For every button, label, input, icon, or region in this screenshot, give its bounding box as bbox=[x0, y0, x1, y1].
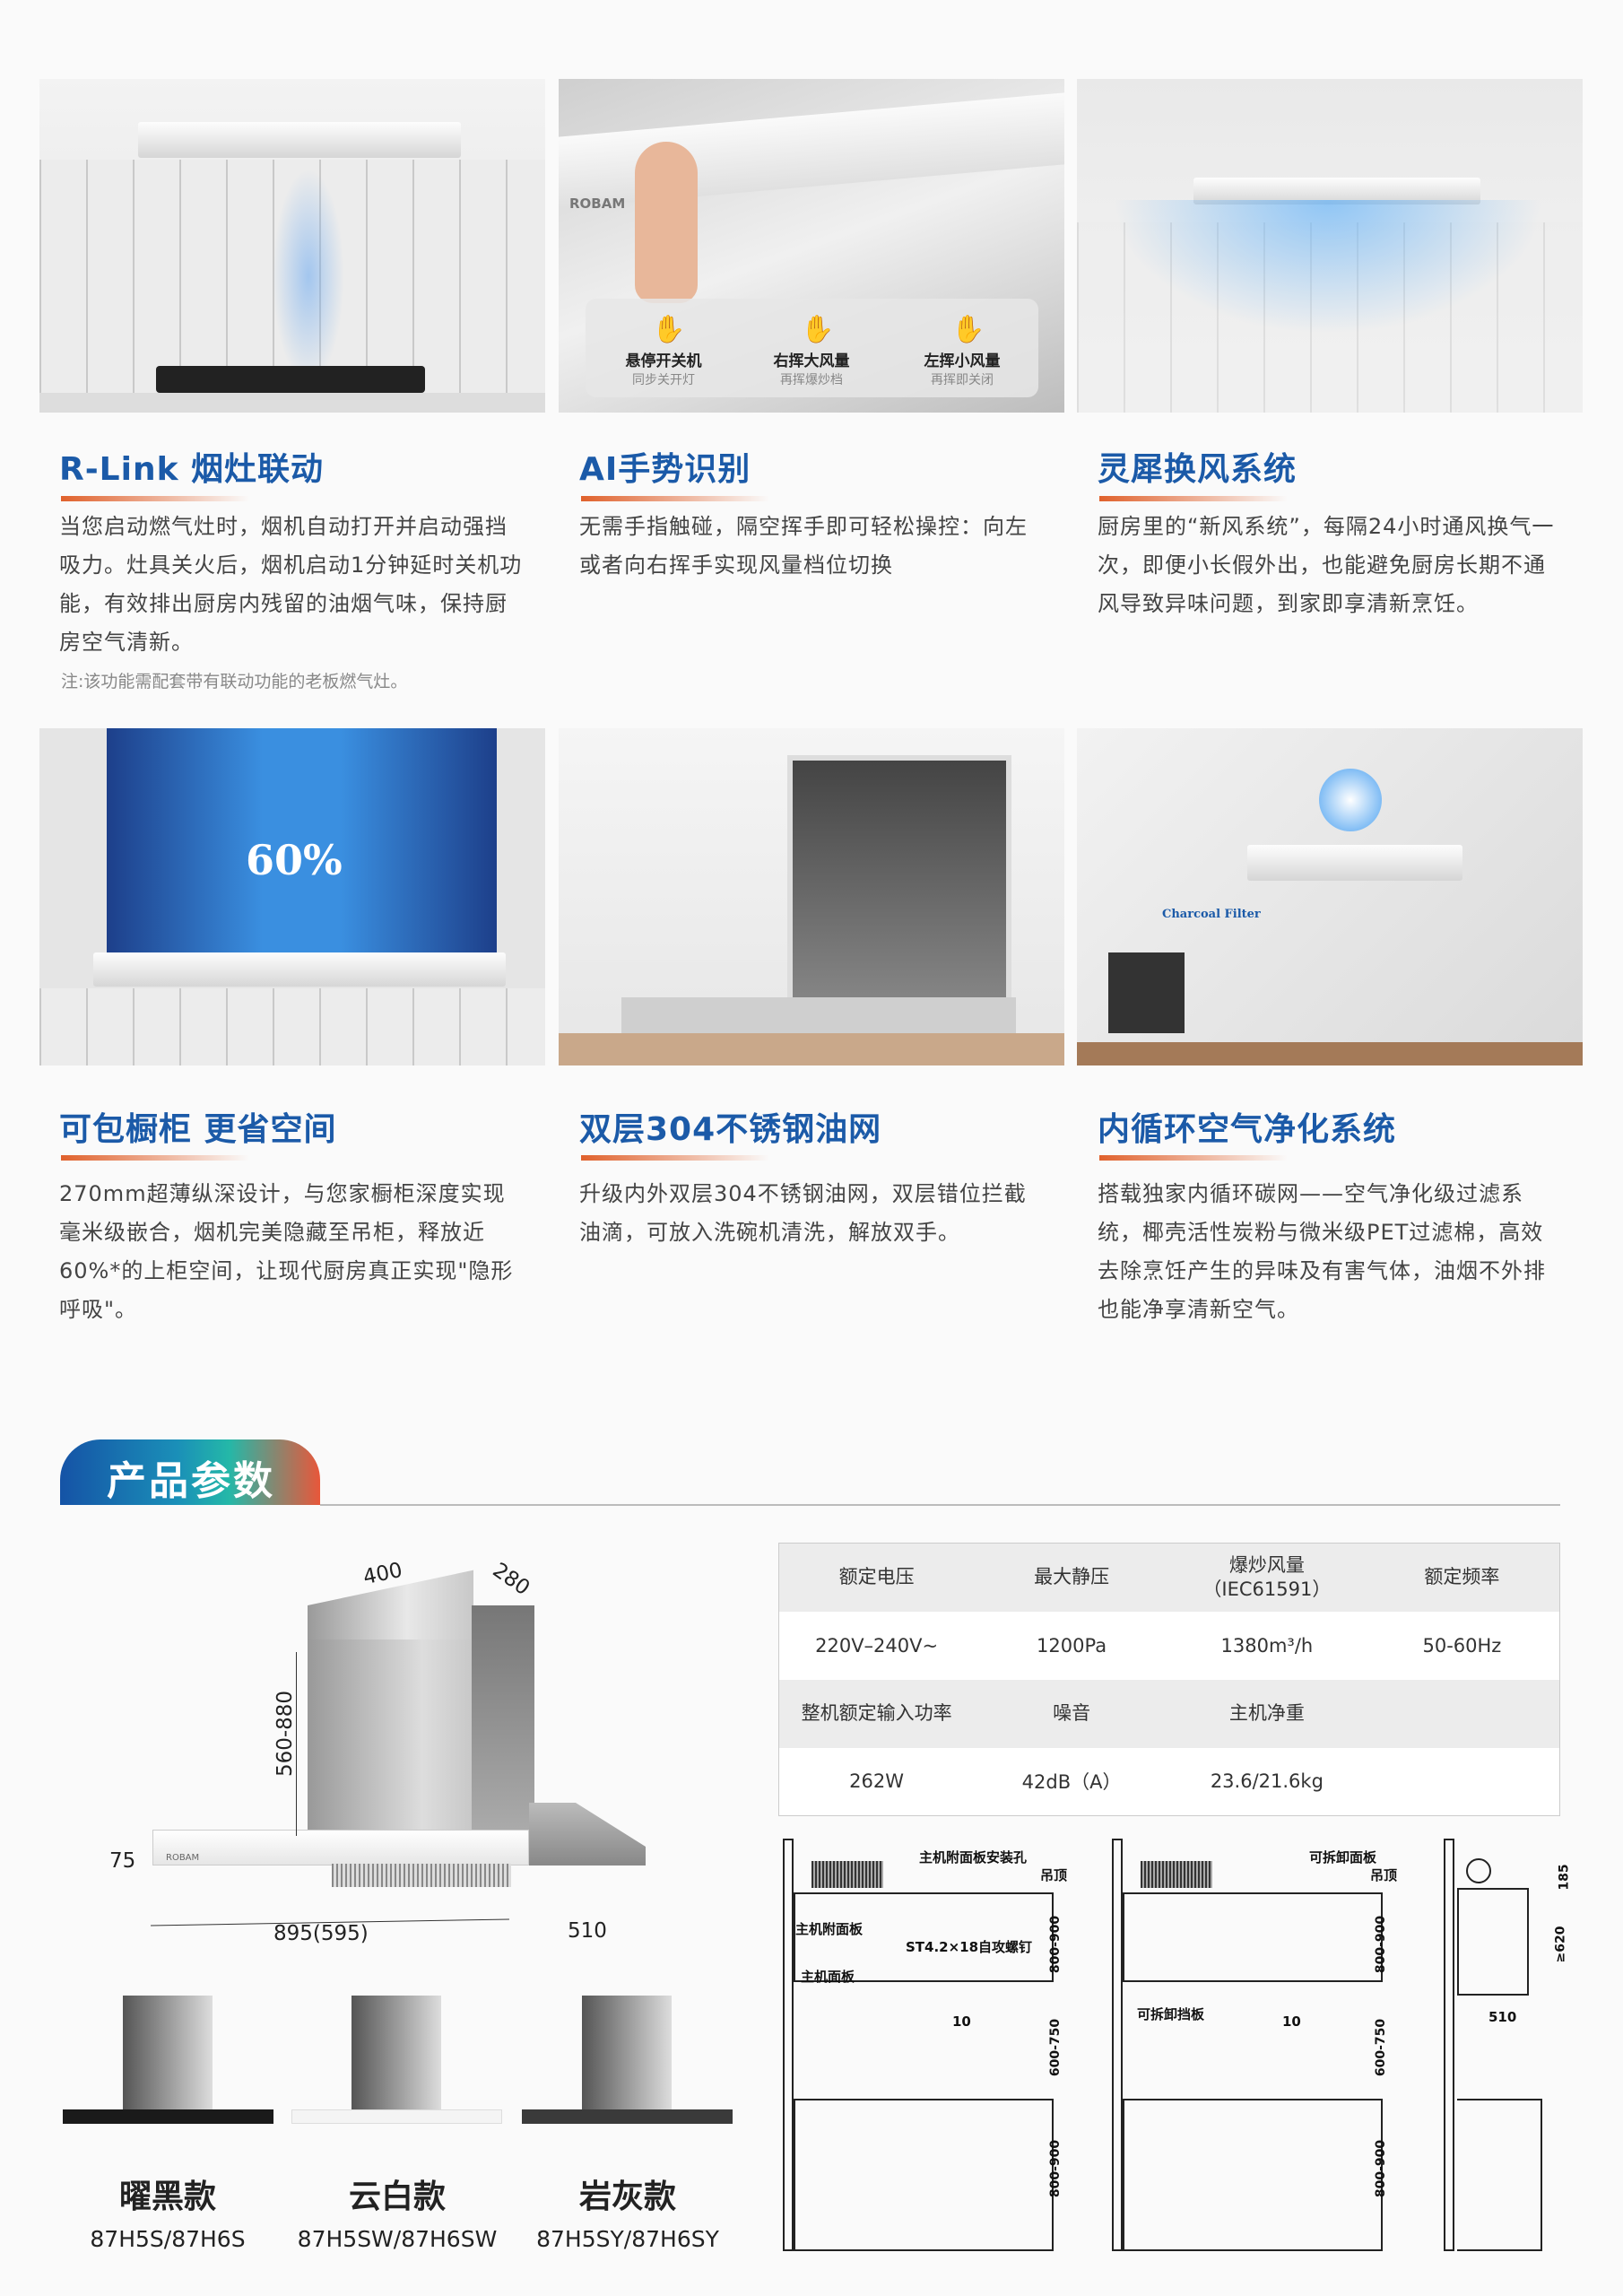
feature-desc-rlink: 当您启动燃气灶时，烟机自动打开并启动强挡吸力。灶具关火后，烟机启动1分钟延时关机… bbox=[59, 514, 523, 655]
gesture-left: 左挥小风量再挥即关闭 bbox=[924, 352, 1001, 387]
hood-brand: ROBAM bbox=[166, 1853, 200, 1863]
feature-desc-purification: 搭载独家内循环碳网——空气净化级过滤系统，椰壳活性炭粉与微米级PET过滤棉，高效… bbox=[1098, 1181, 1546, 1322]
feature-title-purification: 内循环空气净化系统 bbox=[1098, 1111, 1397, 1148]
charcoal-filter-label: Charcoal Filter bbox=[1162, 908, 1261, 921]
feature-title-rlink: R-Link 烟灶联动 bbox=[59, 451, 325, 488]
gesture-hover: 悬停开关机同步关开灯 bbox=[625, 352, 702, 387]
variant-black-image bbox=[63, 1996, 273, 2130]
feature-note: 注:该功能需配套带有联动功能的老板燃气灶。 bbox=[61, 672, 408, 691]
dim-panel: 75 bbox=[109, 1849, 136, 1873]
fresh-air-image bbox=[1077, 79, 1583, 413]
feature-desc-gesture: 无需手指触碰，隔空挥手即可轻松操控：向左或者向右挥手实现风量档位切换 bbox=[579, 514, 1028, 578]
section-header: 产品参数 bbox=[60, 1439, 320, 1505]
cabinet-image: 60% bbox=[39, 728, 545, 1065]
feature-title-filter: 双层304不锈钢油网 bbox=[579, 1111, 882, 1148]
gesture-right: 右挥大风量再挥爆炒档 bbox=[773, 352, 850, 387]
spec-table: 额定电压最大静压爆炒风量 （IEC61591）额定频率 220V–240V~12… bbox=[778, 1543, 1560, 1816]
variant-white-image bbox=[291, 1996, 502, 2130]
dim-depth: 510 bbox=[568, 1919, 607, 1943]
space-badge: 60% bbox=[246, 836, 343, 884]
feature-title-fresh-air: 灵犀换风系统 bbox=[1098, 451, 1298, 488]
gesture-image: ROBAM 悬停开关机同步关开灯 右挥大风量再挥爆炒档 左挥小风量再挥即关闭 ✋… bbox=[559, 79, 1064, 413]
rlink-image bbox=[39, 79, 545, 413]
dim-height: 560-880 bbox=[273, 1690, 298, 1778]
feature-desc-filter: 升级内外双层304不锈钢油网，双层错位拦截油滴，可放入洗碗机清洗，解放双手。 bbox=[579, 1181, 1027, 1245]
dim-width-top: 400 bbox=[360, 1558, 405, 1590]
hand-right-icon: ✋ bbox=[801, 314, 835, 345]
feature-desc-cabinet: 270mm超薄纵深设计，与您家橱柜深度实现毫米级嵌合，烟机完美隐藏至吊柜，释放近… bbox=[59, 1181, 514, 1322]
feature-title-gesture: AI手势识别 bbox=[579, 451, 751, 488]
dim-width: 895(595) bbox=[273, 1922, 369, 1945]
hand-left-icon: ✋ bbox=[951, 314, 985, 345]
brand-logo: ROBAM bbox=[569, 196, 626, 212]
hand-image bbox=[635, 142, 698, 303]
grease-filter-image bbox=[559, 728, 1064, 1065]
feature-title-cabinet: 可包橱柜 更省空间 bbox=[59, 1111, 337, 1148]
variant-grey-image bbox=[522, 1996, 733, 2130]
hand-icon: ✋ bbox=[652, 314, 686, 345]
dim-depth-top: 280 bbox=[488, 1558, 534, 1601]
feature-desc-fresh-air: 厨房里的“新风系统”，每隔24小时通风换气一次，即便小长假外出，也能避免厨房长期… bbox=[1098, 514, 1555, 616]
purification-image: Charcoal Filter bbox=[1077, 728, 1583, 1065]
